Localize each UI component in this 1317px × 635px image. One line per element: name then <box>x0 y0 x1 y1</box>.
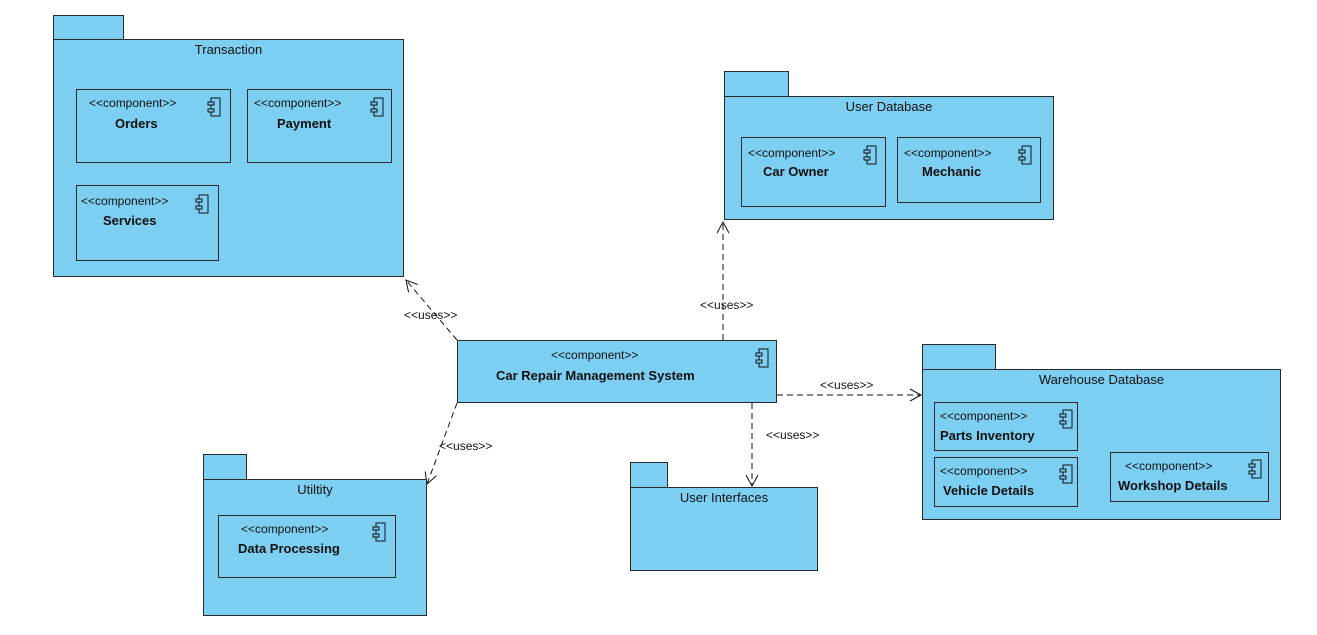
services-component[interactable]: <<component>> Services <box>76 185 219 261</box>
uses-utility-link <box>424 402 458 485</box>
uses-user-database-label: <<uses>> <box>700 298 754 312</box>
user-interfaces-package[interactable]: User Interfaces <box>630 487 818 571</box>
component-stereotype: <<component>> <box>940 409 1028 423</box>
component-icon <box>863 145 877 165</box>
uses-utility-label: <<uses>> <box>439 439 493 453</box>
component-name: Car Owner <box>763 164 829 179</box>
uses-transaction-label: <<uses>> <box>404 308 458 322</box>
component-name: Payment <box>277 116 332 131</box>
workshop-details-component[interactable]: <<component>> Workshop Details <box>1110 452 1269 502</box>
component-name: Services <box>103 213 157 228</box>
component-icon <box>195 194 209 214</box>
warehouse-database-package-tab <box>922 344 996 370</box>
component-icon <box>755 348 769 368</box>
car-repair-management-system-component[interactable]: <<component>> Car Repair Management Syst… <box>457 340 777 403</box>
payment-component[interactable]: <<component>> Payment <box>247 89 392 163</box>
component-name: Car Repair Management System <box>496 368 695 383</box>
transaction-package-tab <box>53 15 124 40</box>
component-stereotype: <<component>> <box>254 96 342 110</box>
uses-warehouse-label: <<uses>> <box>820 378 874 392</box>
parts-inventory-component[interactable]: <<component>> Parts Inventory <box>934 402 1078 451</box>
package-title: User Interfaces <box>679 490 769 505</box>
user-database-package-tab <box>724 71 789 97</box>
component-icon <box>1018 145 1032 165</box>
component-stereotype: <<component>> <box>89 96 177 110</box>
component-stereotype: <<component>> <box>81 194 169 208</box>
component-name: Parts Inventory <box>940 428 1035 443</box>
component-stereotype: <<component>> <box>940 464 1028 478</box>
component-icon <box>1059 464 1073 484</box>
component-name: Mechanic <box>922 164 982 179</box>
component-icon <box>1059 409 1073 429</box>
uses-user-interfaces-label: <<uses>> <box>766 428 820 442</box>
component-stereotype: <<component>> <box>551 348 639 362</box>
component-name: Workshop Details <box>1118 478 1228 493</box>
component-stereotype: <<component>> <box>904 146 992 160</box>
component-name: Orders <box>115 116 158 131</box>
component-name: Data Processing <box>238 541 340 556</box>
vehicle-details-component[interactable]: <<component>> Vehicle Details <box>934 457 1078 507</box>
component-icon <box>370 97 384 117</box>
orders-component[interactable]: <<component>> Orders <box>76 89 231 163</box>
component-stereotype: <<component>> <box>241 522 329 536</box>
package-title: Warehouse Database <box>1038 372 1165 387</box>
package-title: User Database <box>845 99 933 114</box>
component-name: Vehicle Details <box>943 483 1035 498</box>
component-icon <box>1248 459 1262 479</box>
utility-package-tab <box>203 454 247 480</box>
package-title: Transaction <box>194 42 263 57</box>
component-stereotype: <<component>> <box>1125 459 1213 473</box>
user-interfaces-package-tab <box>630 462 668 488</box>
package-title: Utiltity <box>297 482 333 497</box>
component-icon <box>207 97 221 117</box>
uses-transaction-link <box>405 279 458 341</box>
component-stereotype: <<component>> <box>748 146 836 160</box>
mechanic-component[interactable]: <<component>> Mechanic <box>897 137 1041 203</box>
car-owner-component[interactable]: <<component>> Car Owner <box>741 137 886 207</box>
component-icon <box>372 522 386 542</box>
data-processing-component[interactable]: <<component>> Data Processing <box>218 515 396 578</box>
